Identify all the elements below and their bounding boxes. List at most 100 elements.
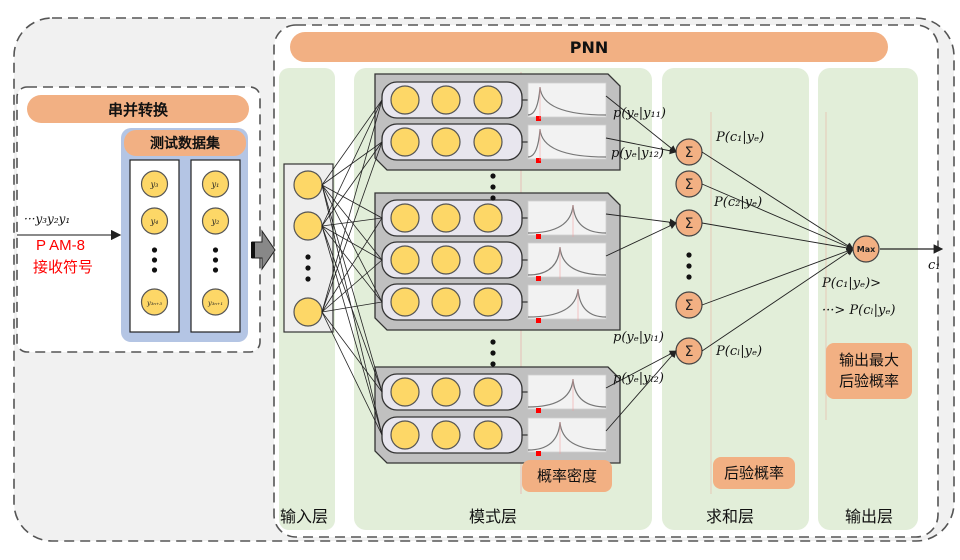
input-pattern-connection [321, 217, 383, 313]
pnn-title-text: PNN [569, 37, 609, 57]
density-plot [527, 417, 607, 453]
posterior-tag: 后验概率 [713, 457, 795, 489]
input-pattern-connection [321, 141, 383, 227]
density-plot [527, 284, 607, 320]
summation-max-connection [701, 222, 854, 252]
dataset-node [201, 288, 230, 316]
summation-ellipsis-dot [686, 263, 692, 269]
pattern-neuron [431, 127, 461, 157]
dataset-ellipsis-dot [212, 247, 219, 253]
input-pattern-connection [321, 225, 383, 436]
input-pattern-connection [321, 217, 383, 227]
input-pattern-connection [321, 225, 383, 261]
posterior-c1: P(c₁|yₑ) [716, 130, 765, 145]
pattern-summation-connection [605, 137, 677, 155]
density-plot [527, 200, 607, 236]
dataset-ellipsis-dot [151, 267, 158, 273]
input-pattern-connection [321, 184, 383, 261]
pattern-summation-connection [605, 350, 677, 389]
summation-ellipsis-dot [686, 274, 692, 280]
sum-symbol: Σ [685, 177, 694, 193]
pattern-ellipsis-dot [490, 339, 496, 345]
summation-max-connection [701, 151, 854, 250]
posterior-tag-text: 后验概率 [723, 463, 784, 482]
dataset-title-text: 测试数据集 [150, 136, 220, 152]
sum-symbol: Σ [685, 216, 694, 232]
summation-max-connection [701, 248, 854, 352]
pattern-neuron [473, 245, 503, 275]
dataset-node [201, 170, 230, 198]
signal-label-line2: 接收符号 [33, 258, 94, 276]
input-neuron [293, 297, 323, 327]
pattern-neuron [473, 203, 503, 233]
dataset-node-label: y₄ [150, 217, 159, 226]
summation-max-connection [701, 247, 854, 306]
summation-layer-label: 求和层 [706, 507, 755, 526]
input-ellipsis-dot [305, 254, 311, 260]
input-sequence: ···y₃y₂y₁ [24, 212, 71, 226]
pattern-neuron [431, 377, 461, 407]
input-pattern-connection [321, 99, 383, 313]
pattern-density-tag-text: 概率密度 [536, 466, 597, 485]
dataset-node [201, 207, 230, 235]
pattern-neuron [390, 377, 420, 407]
density-marker [536, 451, 541, 456]
pattern-neuron [431, 287, 461, 317]
pattern-neuron [390, 85, 420, 115]
pattern-summation-connection [605, 213, 677, 226]
pattern-ellipsis-dot [490, 173, 496, 179]
input-ellipsis-dot [305, 276, 311, 282]
dataset-node [140, 170, 169, 198]
dataset-node [140, 207, 169, 235]
input-pattern-connection [321, 141, 383, 313]
dataset-node-label: y₃ₙ₊₁ [207, 299, 223, 307]
input-ellipsis-dot [305, 265, 311, 271]
density-marker [536, 408, 541, 413]
posterior-cl: P(cₗ|yₑ) [716, 344, 763, 359]
pattern-output-pl1: p(yₑ|yₗ₁) [613, 330, 664, 345]
density-marker [536, 158, 541, 163]
pattern-neuron [473, 287, 503, 317]
input-pattern-connection [321, 225, 383, 393]
density-marker [536, 116, 541, 121]
pattern-neuron [390, 245, 420, 275]
pattern-summation-connection [605, 222, 677, 257]
pattern-neuron [473, 127, 503, 157]
input-pattern-connection [321, 99, 383, 186]
dataset-ellipsis-dot [151, 247, 158, 253]
pattern-neuron [473, 377, 503, 407]
posterior-c2: P(c₂|yₑ) [714, 195, 763, 210]
density-marker [536, 234, 541, 239]
dataset-ellipsis-dot [151, 257, 158, 263]
dataset-node-label: y₁ [211, 180, 220, 189]
input-pattern-connection [321, 184, 383, 219]
sum-symbol: Σ [685, 344, 694, 360]
input-pattern-connection [321, 311, 383, 436]
dataset-title: 测试数据集 [124, 130, 246, 156]
pattern-output-p11: p(yₑ|y₁₁) [613, 106, 666, 121]
max-posterior-tag-line2: 后验概率 [838, 372, 899, 390]
output-layer-label: 输出层 [845, 507, 894, 526]
density-marker [536, 318, 541, 323]
summation-ellipsis-dot [686, 252, 692, 258]
input-pattern-connection [321, 301, 383, 313]
pattern-summation-connection [605, 95, 677, 153]
max-posterior-tag-line1: 输出最大 [838, 351, 899, 369]
input-pattern-connection [321, 184, 383, 393]
sum-symbol: Σ [685, 298, 694, 314]
pattern-neuron [473, 420, 503, 450]
input-neuron [293, 211, 323, 241]
serial-parallel-title: 串并转换 [27, 95, 249, 123]
pattern-neuron [473, 85, 503, 115]
max-posterior-tag: 输出最大 后验概率 [826, 343, 912, 399]
pattern-ellipsis-dot [490, 195, 496, 201]
dataset-ellipsis-dot [212, 257, 219, 263]
pattern-summation-connection [605, 350, 677, 432]
comparison-line2: ···> P(cₗ|yₑ) [822, 303, 896, 318]
pattern-neuron [390, 287, 420, 317]
dataset-ellipsis-dot [212, 267, 219, 273]
output-class: c₁ [928, 258, 941, 273]
pattern-neuron [431, 420, 461, 450]
